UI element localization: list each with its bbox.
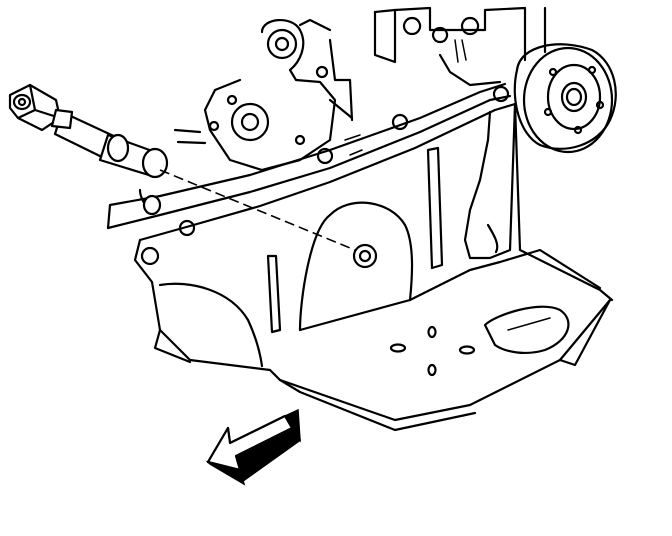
pan-flange — [106, 82, 517, 266]
alignment-line — [159, 169, 356, 251]
sensor-tool — [8, 83, 169, 216]
oil-pan-drain-hole — [352, 243, 378, 269]
crankshaft-pulley — [513, 43, 617, 154]
oil-pan — [133, 102, 614, 432]
arrow-icon — [205, 408, 301, 486]
engine-block — [298, 6, 547, 122]
